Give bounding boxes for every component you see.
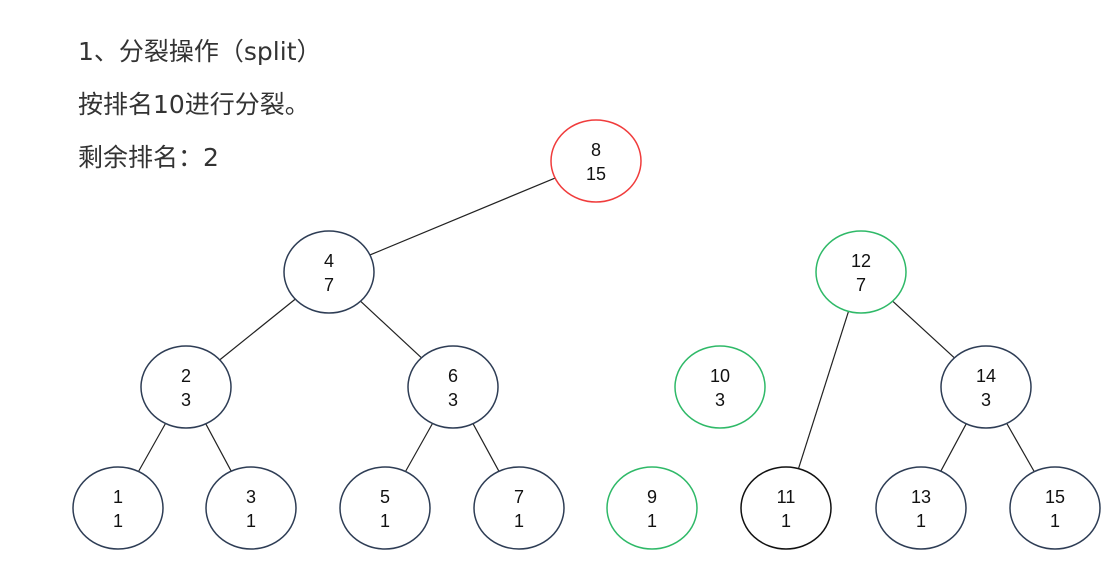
heading: 1、分裂操作（split） — [78, 37, 322, 66]
node-circle — [339, 466, 431, 550]
node-size: 7 — [856, 275, 866, 295]
remaining-rank: 剩余排名：2 — [78, 143, 219, 172]
node-size: 1 — [380, 511, 390, 531]
node-circle — [1009, 466, 1101, 550]
tree-node-14: 143 — [940, 345, 1032, 429]
node-circle — [550, 119, 642, 203]
node-key: 13 — [911, 487, 931, 507]
edge-n2-n3 — [205, 423, 232, 472]
node-size: 7 — [324, 275, 334, 295]
edge-n6-n7 — [472, 423, 500, 472]
tree-node-1: 11 — [72, 466, 164, 550]
tree-node-11: 111 — [740, 466, 832, 550]
edge-n14-n15 — [1006, 423, 1035, 472]
node-size: 1 — [246, 511, 256, 531]
node-circle — [815, 230, 907, 314]
node-circle — [940, 345, 1032, 429]
edge-n8-n4 — [369, 177, 556, 256]
edge-n4-n6 — [360, 300, 422, 359]
tree-node-2: 23 — [140, 345, 232, 429]
node-key: 10 — [710, 366, 730, 386]
edge-n14-n13 — [940, 423, 967, 472]
node-key: 12 — [851, 251, 871, 271]
node-circle — [140, 345, 232, 429]
node-size: 1 — [514, 511, 524, 531]
node-circle — [606, 466, 698, 550]
node-size: 1 — [113, 511, 123, 531]
node-key: 1 — [113, 487, 123, 507]
edge-n12-n11 — [797, 311, 850, 469]
node-size: 3 — [715, 390, 725, 410]
node-size: 1 — [916, 511, 926, 531]
node-size: 3 — [181, 390, 191, 410]
tree-node-7: 71 — [473, 466, 565, 550]
tree-node-12: 127 — [815, 230, 907, 314]
node-circle — [407, 345, 499, 429]
node-key: 9 — [647, 487, 657, 507]
node-circle — [72, 466, 164, 550]
node-size: 15 — [586, 164, 606, 184]
tree-node-6: 63 — [407, 345, 499, 429]
tree-node-3: 31 — [205, 466, 297, 550]
node-size: 3 — [981, 390, 991, 410]
tree-node-13: 131 — [875, 466, 967, 550]
node-circle — [740, 466, 832, 550]
node-key: 6 — [448, 366, 458, 386]
node-circle — [283, 230, 375, 314]
node-key: 4 — [324, 251, 334, 271]
tree-node-9: 91 — [606, 466, 698, 550]
node-key: 3 — [246, 487, 256, 507]
node-key: 7 — [514, 487, 524, 507]
tree-node-5: 51 — [339, 466, 431, 550]
tree-node-4: 47 — [283, 230, 375, 314]
edge-n2-n1 — [137, 423, 167, 472]
edge-n6-n5 — [404, 423, 434, 472]
edge-n4-n2 — [219, 298, 296, 361]
node-key: 8 — [591, 140, 601, 160]
node-key: 11 — [777, 487, 796, 507]
node-size: 3 — [448, 390, 458, 410]
description: 按排名10进行分裂。 — [78, 90, 310, 119]
node-key: 15 — [1045, 487, 1065, 507]
node-key: 2 — [181, 366, 191, 386]
node-key: 14 — [976, 366, 996, 386]
tree-node-8: 815 — [550, 119, 642, 203]
node-size: 1 — [647, 511, 657, 531]
node-key: 5 — [380, 487, 390, 507]
node-size: 1 — [1050, 511, 1060, 531]
tree-node-15: 151 — [1009, 466, 1101, 550]
node-circle — [674, 345, 766, 429]
node-circle — [473, 466, 565, 550]
edge-n12-n14 — [892, 300, 955, 359]
node-size: 1 — [781, 511, 791, 531]
node-circle — [875, 466, 967, 550]
node-circle — [205, 466, 297, 550]
tree-node-10: 103 — [674, 345, 766, 429]
